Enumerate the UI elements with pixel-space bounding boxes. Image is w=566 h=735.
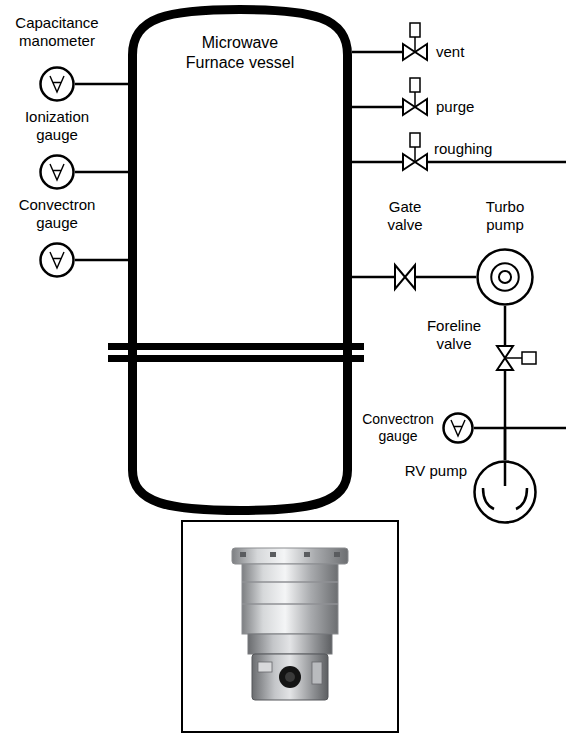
valve-body xyxy=(403,44,427,60)
pipe-line xyxy=(75,171,128,174)
valve-actuator xyxy=(522,352,536,364)
gauge-label: Ionization gauge xyxy=(10,108,105,144)
furnace-vessel: Microwave Furnace vessel xyxy=(128,5,352,515)
pipe-line xyxy=(352,51,402,54)
rotary-vane-pump-symbol: RV pump xyxy=(473,460,537,524)
valve-symbol xyxy=(402,153,428,171)
gauge-glyph xyxy=(50,76,64,92)
gauge-glyph xyxy=(50,164,64,180)
pump-label: RV pump xyxy=(395,462,467,480)
valve-symbol: purge xyxy=(402,98,428,116)
valveV-symbol xyxy=(496,345,514,371)
flange-bolt xyxy=(240,552,246,557)
pressure-gauge: Capacitance manometer xyxy=(39,66,75,102)
valve-label: Foreline valve xyxy=(422,317,486,353)
gauge-label: Convectron gauge xyxy=(360,411,436,445)
valve-body xyxy=(497,346,513,370)
flange-bolt xyxy=(304,552,310,557)
gauge-glyph xyxy=(451,420,465,436)
rv-symbol xyxy=(473,460,537,524)
pipe-line xyxy=(75,83,128,86)
valve-symbol xyxy=(402,43,428,61)
gauge-circle xyxy=(41,244,74,277)
pump-casing xyxy=(475,462,536,523)
gauge-symbol xyxy=(39,154,75,190)
vessel-label: Microwave Furnace vessel xyxy=(178,33,302,73)
valve-label: roughing xyxy=(434,140,510,158)
gauge-symbol xyxy=(442,412,474,444)
pipe-line xyxy=(352,106,402,109)
valve-body xyxy=(395,265,415,289)
foreline-line xyxy=(505,427,566,430)
gauge-circle xyxy=(41,68,74,101)
flange-bolt xyxy=(270,552,276,557)
body-groove xyxy=(242,603,338,605)
gauge-glyph xyxy=(50,252,64,268)
gate-symbol xyxy=(394,264,416,290)
valve-label: vent xyxy=(436,43,492,61)
flange-bar xyxy=(108,355,364,362)
gauge-symbol xyxy=(39,66,75,102)
connector-plug xyxy=(279,666,301,688)
rotor-vane xyxy=(483,488,527,509)
valve-symbol xyxy=(402,98,428,116)
turbo-pump-photo xyxy=(232,548,348,700)
gauge-circle xyxy=(41,156,74,189)
gate-valve-symbol: Gate valve xyxy=(394,264,416,290)
pipe-line xyxy=(75,259,128,262)
pressure-gauge: Convectron gauge xyxy=(442,412,474,444)
pipe-line xyxy=(474,428,505,460)
gauge-label: Convectron gauge xyxy=(10,196,105,232)
vessel-outline xyxy=(133,10,348,511)
gauge-symbol xyxy=(39,242,75,278)
pump-flange xyxy=(232,548,348,564)
photo-frame xyxy=(182,521,398,732)
flange-bolt xyxy=(334,552,340,557)
connector-plug xyxy=(285,672,295,682)
gauge-label: Capacitance manometer xyxy=(10,14,105,50)
rating-plate xyxy=(258,662,272,672)
side-fitting xyxy=(312,662,322,684)
inlet-line xyxy=(504,462,507,487)
gauge-circle xyxy=(444,414,473,443)
pressure-gauge: Convectron gauge xyxy=(39,242,75,278)
pump-body xyxy=(242,564,338,634)
pump-label: Turbo pump xyxy=(474,198,536,234)
valve-stem xyxy=(414,37,416,52)
pipe-line xyxy=(504,306,507,345)
valve-actuator xyxy=(410,23,420,37)
valve-label: Gate valve xyxy=(374,198,436,234)
valve-body xyxy=(403,99,427,115)
valve-label: purge xyxy=(436,98,492,116)
valve-stem xyxy=(414,147,416,162)
valve-symbol: roughing xyxy=(402,153,428,171)
vessel-symbol xyxy=(128,5,352,515)
electronics-box xyxy=(252,654,328,700)
rotor-hub xyxy=(499,271,511,283)
body-groove xyxy=(242,581,338,583)
flange-bar xyxy=(108,343,364,350)
turbo-pump-symbol: Turbo pump xyxy=(476,248,534,306)
turbo-symbol xyxy=(476,248,534,306)
pipe-line xyxy=(352,161,402,164)
pump-casing xyxy=(478,250,533,305)
valve-stem xyxy=(414,92,416,107)
valve-body xyxy=(403,154,427,170)
rotor-ring xyxy=(491,263,519,291)
roughing-line xyxy=(428,161,566,164)
valve-actuator xyxy=(410,133,420,147)
valve-actuator xyxy=(410,78,420,92)
valve-stem xyxy=(505,357,522,359)
pipe-line xyxy=(352,276,394,279)
pump-collar xyxy=(248,634,332,654)
valve-symbol: vent xyxy=(402,43,428,61)
pipe-line xyxy=(416,276,476,279)
pressure-gauge: Ionization gauge xyxy=(39,154,75,190)
valve-symbol: Foreline valve xyxy=(496,345,514,371)
